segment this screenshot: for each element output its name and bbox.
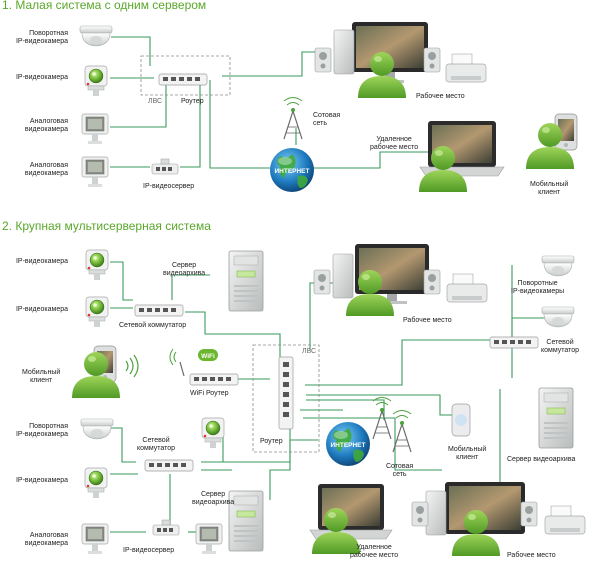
analog-camera-icon <box>81 113 109 145</box>
cellular-antenna-icon <box>283 96 303 140</box>
lan-zone-1 <box>140 55 231 96</box>
analog-camera-icon <box>195 523 223 555</box>
label-ip-camera: IP-видеокамера <box>15 306 68 313</box>
ip-videoserver-icon <box>152 519 180 536</box>
label-ip-camera: IP-видеокамера <box>15 258 68 265</box>
ip-camera-icon <box>84 65 108 97</box>
workstation-icon <box>332 244 429 304</box>
label-lan: ЛВС <box>302 348 317 355</box>
label-archive-server: Сервер видеоархива <box>507 456 576 463</box>
section1-title: 1. Малая система с одним сервером <box>2 0 207 12</box>
main-router-icon <box>278 356 294 430</box>
label-workstation: Рабочее место <box>507 552 556 559</box>
label-workstation: Рабочее место <box>403 317 452 324</box>
label-wifi-router: WiFi Роутер <box>190 390 229 397</box>
archive-server-icon <box>228 250 264 312</box>
switch-icon <box>144 459 194 472</box>
printer-icon <box>544 505 586 535</box>
analog-camera-icon <box>81 156 109 188</box>
label-mobile-client: Мобильный клиент <box>530 181 569 196</box>
label-remote-workstation: Удаленное рабочее место <box>370 136 419 151</box>
label-workstation: Рабочее место <box>416 93 465 100</box>
ip-camera-icon <box>201 417 225 449</box>
router-icon <box>158 73 208 86</box>
lan-zone-2 <box>252 344 320 453</box>
switch-icon <box>489 336 539 349</box>
label-router: Роутер <box>260 438 283 445</box>
section2-title: 2. Крупная мультисерверная система <box>2 219 211 233</box>
ip-videoserver-icon <box>151 158 179 175</box>
mobile-phone-icon <box>451 403 471 437</box>
label-analog-camera: Аналоговая видеокамера <box>24 118 68 133</box>
laptop-icon <box>419 121 505 177</box>
laptop-icon <box>309 484 393 540</box>
label-ip-videoserver: IP-видеосервер <box>123 547 175 554</box>
internet-label: ИНТЕРНЕТ <box>330 442 365 449</box>
label-mobile-client: Мобильный клиент <box>22 369 61 384</box>
archive-server-icon <box>538 387 574 449</box>
wifi-signal-icon <box>169 348 177 366</box>
label-lan: ЛВС <box>148 98 163 105</box>
wifi-badge-icon: WiFi <box>198 349 218 361</box>
label-ip-camera: IP-видеокамера <box>15 74 68 81</box>
label-ptz-camera: Поворотная IP-видеокамера <box>15 423 68 438</box>
label-ptz-camera: Поворотная IP-видеокамера <box>15 30 68 45</box>
label-analog-camera: Аналоговая видеокамера <box>24 532 68 547</box>
label-ptz-cameras: Поворотные IP-видеокамеры <box>511 280 565 295</box>
label-mobile-client: Мобильный клиент <box>448 446 487 461</box>
section1-links <box>110 36 428 169</box>
ptz-camera-icon <box>541 255 575 277</box>
ip-camera-icon <box>85 296 109 328</box>
ip-camera-icon <box>84 467 108 499</box>
label-archive-server: Сервер видеоархива <box>192 491 235 506</box>
label-archive-server: Сервер видеоархива <box>163 262 206 277</box>
label-ip-videoserver: IP-видеосервер <box>143 183 195 190</box>
wifi-badge-label: WiFi <box>201 353 215 360</box>
printer-icon <box>445 53 487 83</box>
ip-camera-icon <box>85 249 109 281</box>
label-cellular: Сотовая сеть <box>313 112 341 127</box>
switch-icon <box>134 304 184 317</box>
ptz-camera-icon <box>79 25 113 47</box>
label-switch: Сетевой коммутатор <box>541 339 580 354</box>
label-remote-workstation: Удаленное рабочее место <box>350 544 399 559</box>
label-router: Роутер <box>181 98 204 105</box>
label-ip-camera: IP-видеокамера <box>15 477 68 484</box>
ptz-camera-icon <box>541 306 575 328</box>
printer-icon <box>446 273 488 303</box>
label-switch: Сетевой коммутатор <box>119 322 187 329</box>
wifi-router-icon <box>189 373 239 386</box>
wireless-signal-icon <box>125 354 139 378</box>
internet-label: ИНТЕРНЕТ <box>274 168 309 175</box>
label-switch: Сетевой коммутатор <box>137 437 176 452</box>
workstation-icon <box>425 482 525 536</box>
analog-camera-icon <box>81 523 109 555</box>
label-analog-camera: Аналоговая видеокамера <box>24 162 68 177</box>
label-cellular: Сотовая сеть <box>386 463 414 478</box>
cellular-antenna-icon <box>392 409 412 453</box>
ptz-camera-icon <box>80 418 114 440</box>
